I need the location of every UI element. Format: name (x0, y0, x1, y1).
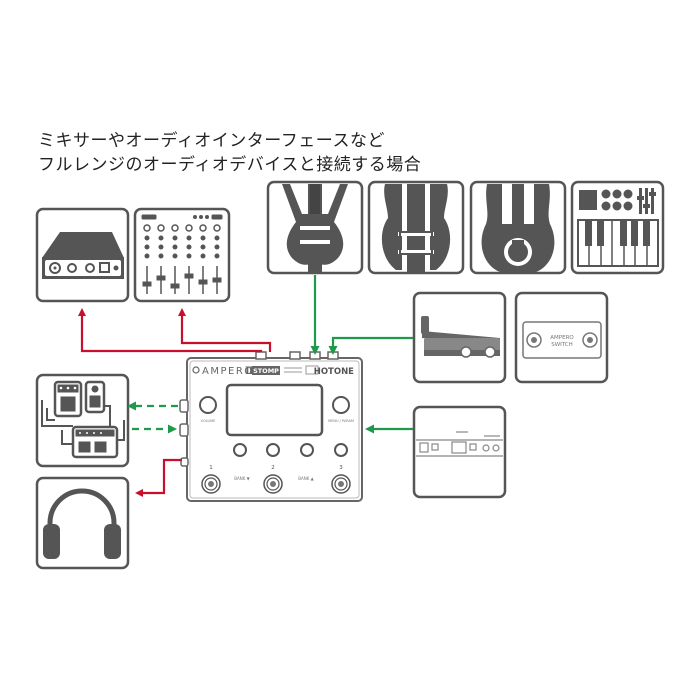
keyboard-icon (577, 188, 659, 267)
volume-knob (199, 396, 217, 414)
button-a (233, 443, 247, 457)
ampero-device: AMPERO Ⅱ STOMP HOTONE VOLUME MENU / PARA… (179, 351, 363, 502)
device-brand: AMPERO (202, 366, 254, 377)
red-output-arrows (78, 308, 272, 497)
button-b (266, 443, 280, 457)
footswitch-label-2: 2 (271, 465, 275, 471)
audio-interface-icon (42, 232, 124, 279)
button-d (334, 443, 348, 457)
menu-knob-label: MENU / PARAM (328, 419, 354, 423)
bank-up-label: BANK ▲ (298, 476, 314, 481)
classical-guitar-box (469, 180, 567, 275)
headphones-box (35, 476, 130, 570)
footswitch-box: AMPERO SWITCH (514, 291, 609, 384)
menu-knob (332, 396, 350, 414)
brand-logo-icon (192, 366, 200, 374)
switch-box-line1: AMPERO (550, 335, 574, 341)
device-model-mark: Ⅱ (245, 366, 253, 377)
bank-down-label: BANK ▼ (234, 476, 250, 481)
expression-pedal-box (412, 291, 507, 384)
volume-knob-label: VOLUME (201, 419, 216, 423)
footswitch-1 (201, 474, 221, 494)
rear-panel-icon (416, 431, 503, 457)
effect-pedals-icon (41, 380, 125, 459)
footswitch-label-3: 3 (339, 465, 343, 471)
green-input-arrows (127, 275, 413, 434)
rear-panel-box (412, 405, 507, 499)
footswitch-icon: AMPERO SWITCH (522, 321, 602, 359)
device-screen (225, 383, 324, 437)
mixer-box (133, 207, 231, 303)
acoustic-guitar-icon (381, 184, 451, 274)
effect-pedals-box (35, 373, 130, 468)
caption-line-1: ミキサーやオーディオインターフェースなど (38, 131, 385, 151)
audio-interface-box (35, 207, 130, 303)
button-c (300, 443, 314, 457)
mixer-icon (141, 214, 223, 294)
caption-line-2: フルレンジのオーディオデバイスと接続する場合 (38, 155, 422, 175)
switch-box-line2: SWITCH (551, 342, 573, 348)
footswitch-2 (263, 474, 283, 494)
electric-guitar-box (266, 180, 364, 275)
classical-guitar-icon (481, 184, 555, 272)
electric-guitar-icon (282, 184, 348, 274)
device-maker: HOTONE (314, 367, 354, 377)
footswitch-3 (331, 474, 351, 494)
footswitch-label-1: 1 (209, 465, 213, 471)
headphones-icon (43, 488, 121, 559)
keyboard-box (570, 180, 665, 275)
device-badge: STOMP (253, 367, 279, 375)
acoustic-guitar-box (367, 180, 465, 275)
expression-pedal-icon (421, 316, 500, 358)
